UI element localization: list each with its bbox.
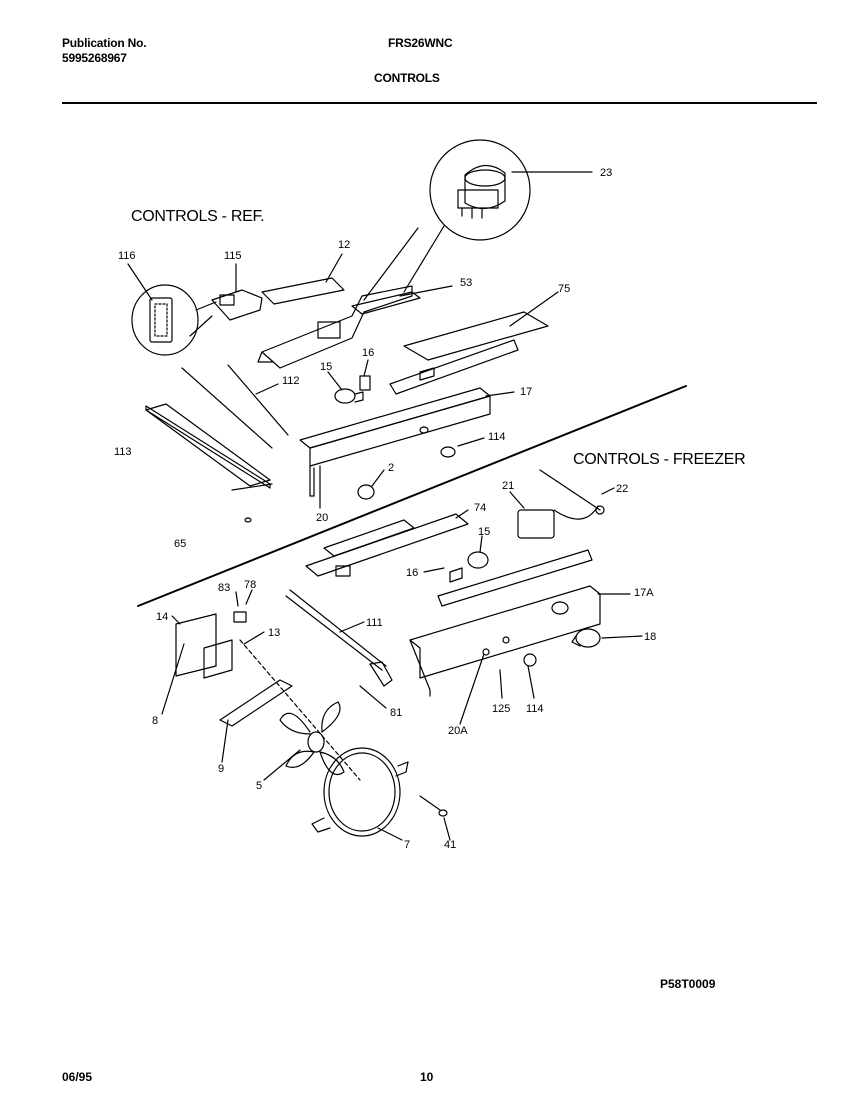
callout-74: 74 [474,502,486,514]
freezer-bracket [389,311,549,395]
footer-date: 06/95 [62,1070,93,1084]
callout-125: 125 [492,703,510,715]
callout-16-ref: 16 [362,347,374,359]
page-number: 10 [420,1070,434,1084]
thermostat [517,469,605,539]
freezer-knob [571,628,601,648]
callout-12: 12 [338,239,350,251]
callout-41: 41 [444,839,456,851]
section-title-ref: CONTROLS - REF. [131,208,265,225]
damper-rod [285,589,393,687]
callout-111: 111 [366,617,383,629]
publication-label: Publication No. [62,36,147,50]
callout-53: 53 [460,277,472,289]
callout-75: 75 [558,283,570,295]
figure-code: P58T0009 [660,977,716,991]
callout-18: 18 [644,631,656,643]
callout-16-freezer: 16 [406,567,418,579]
callout-23: 23 [600,167,612,179]
callout-17a: 17A [634,587,654,599]
callout-116: 116 [118,250,136,262]
callout-112: 112 [282,375,300,387]
callout-21: 21 [502,480,514,492]
callout-13: 13 [268,627,280,639]
callout-15-freezer: 15 [478,526,490,538]
control-panel-freezer [409,549,601,697]
lamp-freezer [449,551,489,583]
switch-part [211,289,263,321]
switch-detail [131,284,217,356]
callout-115: 115 [224,250,242,262]
callout-17: 17 [520,386,532,398]
callout-5: 5 [256,780,262,792]
defrost-timer-detail [363,139,531,301]
callout-83: 83 [218,582,230,594]
callout-22: 22 [616,483,628,495]
callout-114-freezer: 114 [526,703,544,715]
fan-blade [279,701,345,776]
freezer-lamp-bracket [305,513,469,577]
fan-shroud [311,747,409,837]
callout-20a: 20A [448,725,468,737]
page-title: CONTROLS [374,71,440,85]
callout-9: 9 [218,763,224,775]
callout-114-ref: 114 [488,431,506,443]
light-shield [145,364,289,523]
section-divider [137,385,687,607]
callout-2: 2 [388,462,394,474]
section-title-freezer: CONTROLS - FREEZER [573,451,746,468]
callout-8: 8 [152,715,158,727]
control-housing [257,277,421,369]
header-rule [62,102,817,104]
callout-20: 20 [316,512,328,524]
callout-14: 14 [156,611,168,623]
model-number: FRS26WNC [388,36,453,50]
control-panel-ref [299,387,491,500]
callout-113: 113 [114,446,132,458]
callout-78: 78 [244,579,256,591]
lamp-ref [334,375,371,404]
publication-number: 5995268967 [62,51,127,65]
callout-15-ref: 15 [320,361,332,373]
callout-81: 81 [390,707,402,719]
callout-65: 65 [174,538,186,550]
callout-7: 7 [404,839,410,851]
screw [419,795,448,817]
